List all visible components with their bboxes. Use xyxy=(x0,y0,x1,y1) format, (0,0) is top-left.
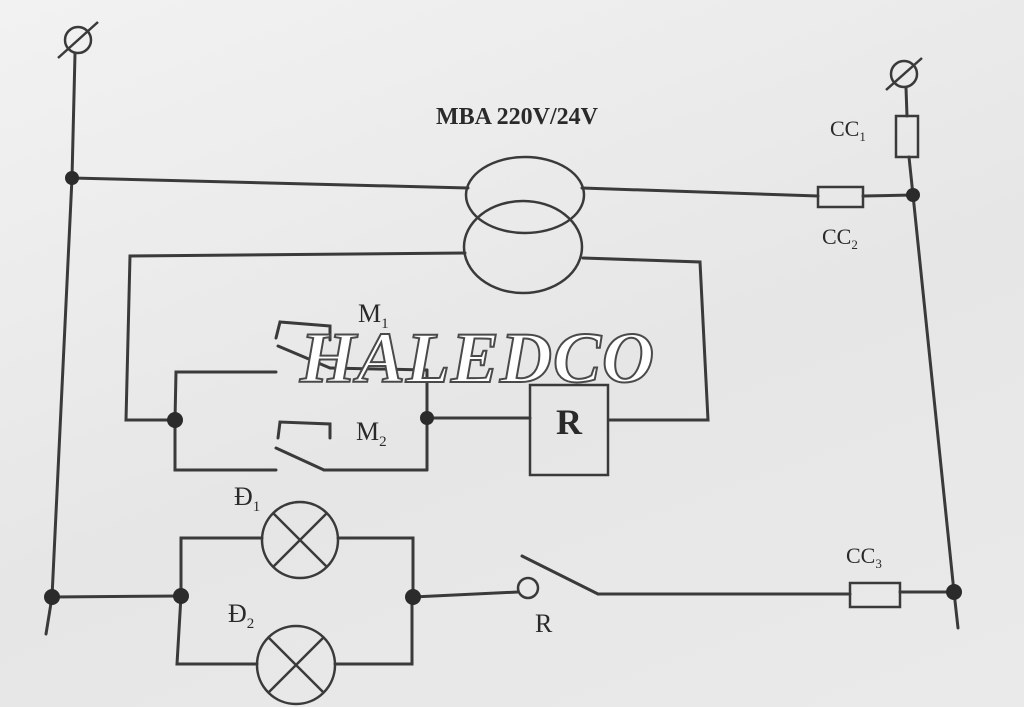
primary-line-right xyxy=(580,186,820,198)
lamp-upper-right xyxy=(336,536,415,599)
junction-node xyxy=(173,588,189,604)
junction-node xyxy=(420,411,434,425)
label-relay-coil: R xyxy=(556,402,583,442)
junction-node xyxy=(44,589,60,605)
m2-branch xyxy=(173,418,278,472)
right-rail-top xyxy=(904,86,909,118)
label-m1: M1 xyxy=(358,299,389,332)
secondary-left xyxy=(124,251,467,422)
m2-switch-symbol xyxy=(274,420,332,472)
lamp-lower-right xyxy=(333,595,414,666)
label-cc1: CC1 xyxy=(830,116,866,144)
m1-switch-symbol xyxy=(274,320,332,370)
watermark: HALEDCO xyxy=(299,318,655,398)
lamp-bus-left xyxy=(50,594,183,599)
primary-line-left xyxy=(70,176,470,190)
fuse-cc1 xyxy=(894,114,920,159)
junction-node xyxy=(405,589,421,605)
m1-right-wire xyxy=(328,366,429,372)
left-rail xyxy=(44,52,77,636)
junction-node xyxy=(906,188,920,202)
label-relay-contact: R xyxy=(535,609,553,638)
lamp-upper-left xyxy=(179,536,264,598)
right-rail xyxy=(907,155,960,630)
fuse-cc3 xyxy=(848,581,902,609)
left-terminal xyxy=(57,21,99,59)
junction-node xyxy=(65,171,79,185)
relay-coil-box xyxy=(528,383,610,477)
transformer-symbol xyxy=(462,155,586,295)
lamp-d2 xyxy=(255,624,337,706)
primary-line-end xyxy=(861,193,915,198)
relay-contact-pivot xyxy=(516,576,540,600)
fuse-cc2 xyxy=(816,185,865,209)
relay-contact-blade xyxy=(520,554,600,596)
right-terminal xyxy=(885,57,923,91)
m1-branch xyxy=(173,370,278,422)
secondary-right xyxy=(581,256,710,422)
lamp-lower-left xyxy=(175,594,259,666)
label-m2: M2 xyxy=(356,417,387,450)
label-d1: Đ1 xyxy=(234,482,260,515)
junction-node xyxy=(167,412,183,428)
label-cc3: CC3 xyxy=(846,543,882,571)
label-d2: Đ2 xyxy=(228,599,254,632)
label-cc2: CC2 xyxy=(822,224,858,252)
junction-node xyxy=(946,584,962,600)
lamp-d1 xyxy=(260,500,340,580)
diagram-title: MBA 220V/24V xyxy=(436,104,599,130)
contact-feed xyxy=(411,590,520,599)
